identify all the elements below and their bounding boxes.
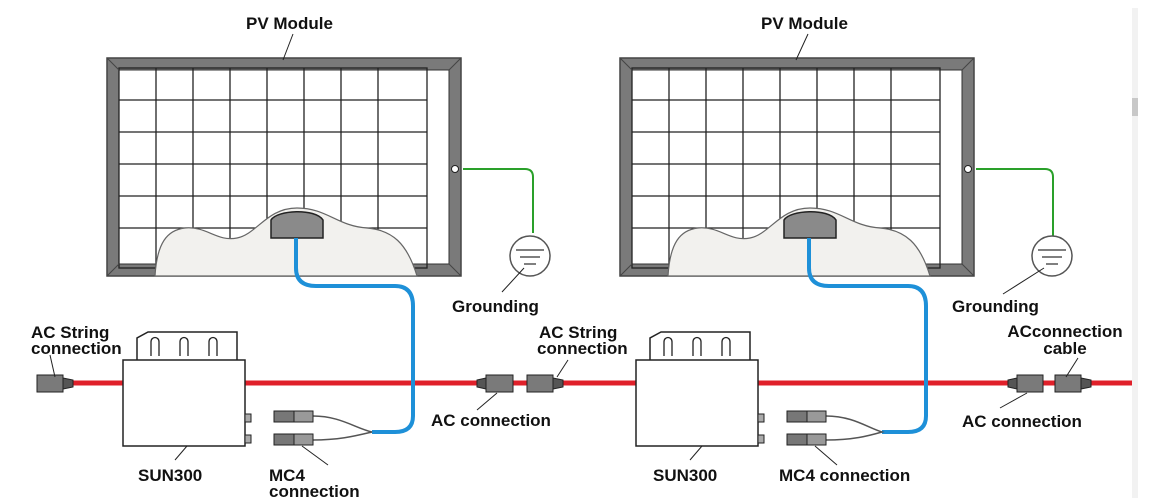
sun300-inverter-left — [122, 331, 252, 447]
ac-connection-cable-label-line2: cable — [1043, 339, 1087, 358]
mc4-connector-left — [273, 410, 373, 446]
junction-box-left — [270, 211, 324, 239]
ground-screw-icon — [451, 165, 459, 173]
grounding-label: Grounding — [952, 297, 1039, 316]
ac-connector — [1007, 374, 1044, 393]
mc4-connector-right — [786, 410, 885, 446]
sun300-inverter-right — [635, 331, 765, 447]
grounding-symbol-icon — [1031, 235, 1073, 277]
ac-connection-label: AC connection — [962, 412, 1082, 431]
junction-box-right — [783, 211, 837, 239]
sun300-label: SUN300 — [653, 466, 718, 485]
ground-screw-icon — [964, 165, 972, 173]
pv-module-left — [106, 57, 462, 277]
pv-module-right — [619, 57, 975, 277]
ac-string-label-line2: connection — [537, 339, 628, 358]
grounding-symbol-icon — [509, 235, 551, 277]
ac-string-label: AC String — [539, 323, 618, 342]
ac-connector — [476, 374, 514, 393]
pv-module-label: PV Module — [761, 14, 848, 33]
grounding-label: Grounding — [452, 297, 539, 316]
cutaway-cloud-right — [667, 207, 931, 277]
cutaway-cloud-left — [154, 207, 418, 277]
scrollbar-track[interactable] — [1132, 8, 1138, 498]
ac-string-label: AC String — [31, 323, 110, 342]
ac-string-label-line2: connection — [31, 339, 122, 358]
ac-connector — [1054, 374, 1092, 393]
ac-connection-label: AC connection — [431, 411, 551, 430]
dc-cable-left — [294, 238, 415, 434]
leader-lines — [49, 33, 1079, 466]
ac-connector — [526, 374, 564, 393]
dc-cable-right — [807, 238, 928, 434]
ground-wire-left — [463, 168, 534, 233]
ac-connection-cable-label: ACconnection — [1007, 322, 1123, 341]
sun300-label: SUN300 — [138, 466, 203, 485]
mc4-label: MC4 — [269, 466, 305, 485]
ground-wire-right — [976, 168, 1054, 236]
mc4-label-line2: connection — [269, 482, 360, 501]
scrollbar-thumb[interactable] — [1132, 98, 1138, 116]
ac-connector — [36, 374, 74, 393]
pv-module-label: PV Module — [246, 14, 333, 33]
mc4-label: MC4 connection — [779, 466, 911, 485]
